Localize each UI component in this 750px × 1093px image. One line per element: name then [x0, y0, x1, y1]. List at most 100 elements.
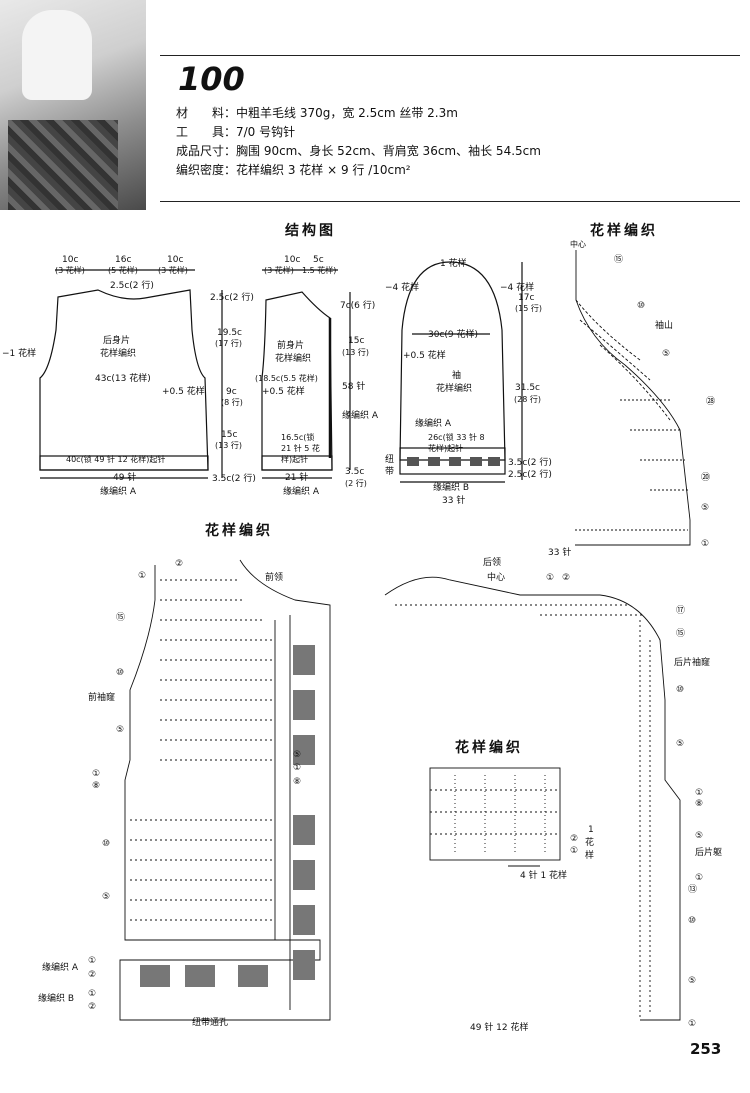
- front-top-left-sub: (3 花样): [264, 265, 294, 275]
- spec-material: 材 料：中粗羊毛线 370g，宽 2.5cm 丝带 2.3m: [176, 106, 458, 120]
- back-neck: 2.5c(2 行): [110, 279, 154, 291]
- back-top-left: 10c: [62, 255, 78, 265]
- back-row-15: ⑮: [676, 628, 685, 639]
- sleeve-row-5: ⑤: [662, 349, 670, 359]
- back-top-mid: 16c: [115, 255, 131, 265]
- front-chest: (18.5c(5.5 花样): [255, 373, 318, 383]
- back-row-1b: ①: [695, 788, 703, 798]
- front-row-1c: ①: [88, 956, 96, 966]
- model-figure: [22, 10, 92, 100]
- front-d7s: (13 行): [342, 347, 369, 357]
- front-row-1b: ①: [92, 769, 100, 779]
- front-top-right-sub: 1.5 花样): [302, 265, 336, 275]
- sleeve-d2: 31.5c: [515, 383, 540, 393]
- sleeve-right-dec: −4 花样: [500, 281, 534, 293]
- front-neck-label: 前领: [265, 571, 283, 583]
- swatch-yang: 样: [585, 849, 594, 861]
- front-d6: 7c(6 行): [340, 299, 375, 311]
- back-chest: 43c(13 花样): [95, 372, 151, 384]
- front-border-band: [261, 455, 333, 471]
- sleeve-name1: 袖: [452, 369, 461, 381]
- sleeve-border-a: 缘编织 A: [415, 417, 452, 429]
- front-d8: 3.5c: [345, 467, 364, 477]
- front-d8s: (2 行): [345, 478, 367, 488]
- swatch-columns: [454, 775, 546, 855]
- back-piece-outline: [39, 289, 209, 471]
- front-d1: 2.5c(2 行): [210, 291, 254, 303]
- back-stitches-label: 49 针 12 花样: [470, 1021, 529, 1033]
- sleeve-cap-stitches-label: 33 针: [548, 546, 571, 558]
- back-row-1d: ①: [688, 1019, 696, 1029]
- pattern-title-main: 花样编织: [205, 523, 273, 539]
- swatch-outline: [429, 767, 561, 861]
- front-name1: 前身片: [277, 339, 304, 351]
- back-side-dec: −1 花样: [2, 347, 36, 359]
- sleeve-ribbon-slots: [407, 457, 500, 466]
- pattern-number: 100: [178, 60, 245, 98]
- front-top-right: 5c: [313, 255, 324, 265]
- swatch-row-2: ②: [570, 834, 578, 844]
- front-ribbon-hole-label: 纽带通孔: [192, 1016, 228, 1028]
- front-row-5b: ⑤: [102, 892, 110, 902]
- back-row-5b: ⑤: [695, 831, 703, 841]
- sleeve-name2: 花样编织: [436, 382, 472, 394]
- front-start2: 21 针 5 花: [281, 443, 320, 453]
- pattern-title-swatch: 花样编织: [455, 740, 523, 756]
- back-row-17: ⑰: [676, 605, 685, 616]
- back-row-10b: ⑩: [688, 916, 696, 926]
- front-armhole-label: 前袖窿: [88, 691, 115, 703]
- back-top-left-sub: (3 花样): [55, 265, 85, 275]
- front-chart-outline: [119, 559, 331, 1021]
- sleeve-cap-edge: [575, 250, 691, 546]
- front-start3: 样)起针: [281, 454, 308, 464]
- back-border-band: [39, 455, 209, 471]
- front-row-2c: ②: [88, 970, 96, 980]
- swatch-hua: 花: [585, 836, 594, 848]
- sleeve-d4: 2.5c(2 行): [508, 468, 552, 480]
- front-border-b-label: 缘编织 B: [38, 992, 74, 1004]
- back-top-right: 10c: [167, 255, 183, 265]
- back-chart-outline: [384, 576, 681, 1021]
- front-border-a-label: 缘编织 A: [42, 961, 79, 973]
- structure-title: 结构图: [285, 223, 336, 239]
- sleeve-left-dec: −4 花样: [385, 281, 419, 293]
- front-d7: 15c: [348, 336, 364, 346]
- swatch-rows: [430, 789, 560, 835]
- sleeve-row-5b: ⑤: [701, 503, 709, 513]
- back-chart-columns: [639, 620, 651, 1020]
- front-top-left: 10c: [284, 255, 300, 265]
- sleeve-width: 30c(9 花样): [428, 328, 478, 340]
- front-name2: 花样编织: [275, 352, 311, 364]
- back-row-8: ⑧: [695, 799, 703, 809]
- front-stitches58: 58 针: [342, 380, 365, 392]
- back-row-5a: ⑤: [676, 739, 684, 749]
- back-center-label: 中心: [487, 571, 505, 583]
- sleeve-row-28: ㉘: [706, 396, 715, 407]
- front-row-1a: ①: [138, 571, 146, 581]
- sleeve-cap-label: 袖山: [655, 319, 673, 331]
- front-chart-edge: [274, 615, 291, 1010]
- sleeve-start2: 花样)起针: [428, 443, 463, 453]
- sleeve-d2s: (28 行): [514, 394, 541, 404]
- sleeve-row-20: ⑳: [701, 472, 710, 483]
- front-ribbon-holes: [140, 645, 315, 987]
- sleeve-d1s: (15 行): [515, 303, 542, 313]
- back-bottom: 49 针: [113, 471, 136, 483]
- sleeve-ribbon1: 纽: [385, 453, 394, 465]
- front-row-8-mid: ⑧: [293, 777, 301, 787]
- spec-tools: 工 具：7/0 号钩针: [176, 125, 296, 139]
- sleeve-cap-center: 中心: [570, 239, 586, 249]
- front-d4s: (13 行): [215, 440, 242, 450]
- back-name2: 花样编织: [100, 347, 136, 359]
- front-row-2d: ②: [88, 1002, 96, 1012]
- back-row-1c: ①: [695, 873, 703, 883]
- sleeve-outline: [399, 261, 506, 461]
- front-row-15: ⑮: [116, 612, 125, 623]
- spec-size: 成品尺寸：胸围 90cm、身长 52cm、背肩宽 36cm、袖长 54.5cm: [176, 144, 541, 158]
- spec-gauge: 编织密度：花样编织 3 花样 × 9 行 /10cm²: [176, 163, 411, 177]
- back-row-5c: ⑤: [688, 976, 696, 986]
- back-row-13: ⑬: [688, 884, 697, 895]
- front-row-1d: ①: [88, 989, 96, 999]
